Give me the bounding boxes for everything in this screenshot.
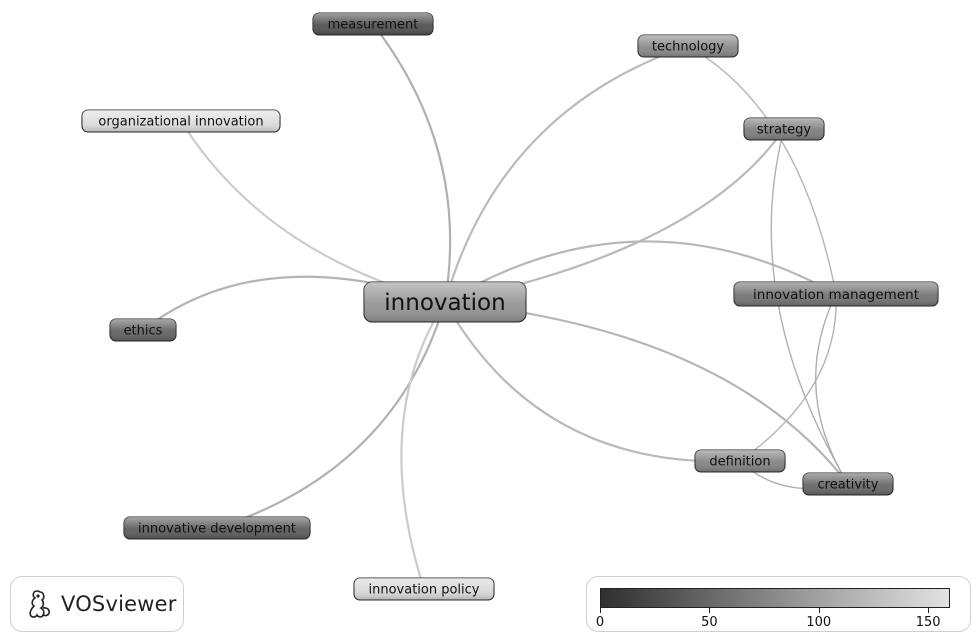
legend-tick-label: 50	[701, 615, 718, 630]
edge-innovation-to-organizational-innovation	[179, 119, 447, 304]
edge-innovation-to-innovation-management	[443, 240, 838, 304]
node-technology[interactable]: technology	[637, 34, 739, 58]
node-creativity[interactable]: creativity	[802, 472, 894, 496]
node-sheen	[695, 450, 785, 472]
node-sheen	[734, 282, 938, 306]
node-sheen	[638, 35, 738, 57]
color-scale-bar	[600, 588, 950, 608]
legend-tick-mark	[600, 608, 601, 613]
node-label: innovation management	[753, 287, 919, 303]
node-innovation[interactable]: innovation	[363, 281, 527, 323]
node-label: organizational innovation	[98, 115, 263, 130]
node-innovation-policy[interactable]: innovation policy	[353, 577, 495, 601]
node-definition[interactable]: definition	[694, 449, 786, 473]
node-sheen	[82, 110, 280, 132]
legend-tick-label: 100	[806, 615, 832, 630]
node-sheen	[364, 282, 526, 322]
node-sheen	[803, 473, 893, 495]
legend-tick-mark	[928, 608, 930, 613]
legend-tick-label: 150	[915, 615, 941, 630]
edge-innovation-management-to-definition	[739, 293, 837, 462]
node-label: technology	[652, 40, 724, 55]
node-label: definition	[709, 455, 770, 470]
vosviewer-icon	[29, 590, 50, 618]
node-label: ethics	[124, 324, 163, 339]
legend-tick-mark	[709, 608, 711, 613]
legend-tick-label: 0	[595, 615, 605, 630]
edge-innovation-to-definition	[443, 300, 742, 463]
node-ethics[interactable]: ethics	[109, 318, 177, 342]
node-organizational-innovation[interactable]: organizational innovation	[81, 109, 281, 133]
color-scale-legend: 0 50 100 150	[586, 576, 971, 632]
edge-innovation-to-innovative-development	[215, 300, 447, 530]
node-label: creativity	[818, 478, 879, 493]
node-innovative-development[interactable]: innovative development	[123, 516, 311, 540]
node-sheen	[110, 319, 176, 341]
vosviewer-logo: VOSviewer	[10, 576, 184, 632]
edge-innovation-to-creativity	[443, 300, 850, 486]
node-sheen	[124, 517, 310, 539]
node-label: strategy	[757, 123, 812, 138]
node-label: innovative development	[138, 522, 296, 537]
vosviewer-brand-text: VOSviewer	[61, 592, 177, 616]
node-innovation-management[interactable]: innovation management	[733, 281, 939, 307]
node-sheen	[354, 578, 494, 600]
node-measurement[interactable]: measurement	[312, 12, 434, 36]
nodes-layer: innovation measurement technology organizat…	[81, 12, 939, 601]
legend-tick-mark	[818, 608, 820, 613]
node-sheen	[744, 118, 824, 140]
node-sheen	[313, 13, 433, 35]
edge-innovation-management-to-creativity	[815, 293, 849, 485]
node-label: innovation policy	[368, 583, 479, 598]
node-label: measurement	[328, 18, 419, 33]
edge-technology-to-innovation-management	[687, 45, 837, 295]
edge-innovation-to-measurement	[371, 22, 452, 304]
node-label: innovation	[384, 290, 505, 316]
edge-innovation-to-innovation-policy	[400, 300, 447, 591]
edge-innovation-to-technology	[443, 44, 690, 304]
node-strategy[interactable]: strategy	[743, 117, 825, 141]
